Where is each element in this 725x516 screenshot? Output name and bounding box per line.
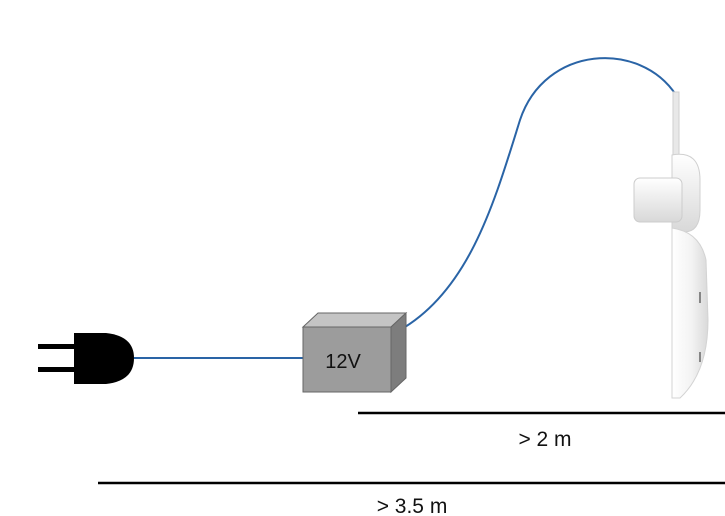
plug-body	[74, 333, 134, 384]
box-side-face	[390, 311, 407, 394]
distance-label-near: > 2 m	[518, 428, 571, 451]
device-body	[671, 227, 709, 399]
plug-prong-top	[38, 344, 78, 349]
distance-marker-far: > 3.5 m	[98, 481, 725, 516]
outdoor-device-icon	[633, 91, 709, 399]
power-plug-icon	[38, 333, 134, 384]
plug-prong-bottom	[38, 367, 78, 372]
box-front-face	[302, 326, 392, 393]
power-adapter-box: 12V	[301, 311, 408, 394]
box-top-face	[301, 312, 408, 328]
box-label: 12V	[325, 351, 361, 373]
cable-box-to-device	[399, 57, 677, 331]
distance-label-far: > 3.5 m	[377, 495, 448, 516]
distance-marker-near: > 2 m	[358, 411, 725, 451]
device-mount-bracket	[633, 177, 683, 223]
device-antenna-stub	[672, 91, 680, 163]
